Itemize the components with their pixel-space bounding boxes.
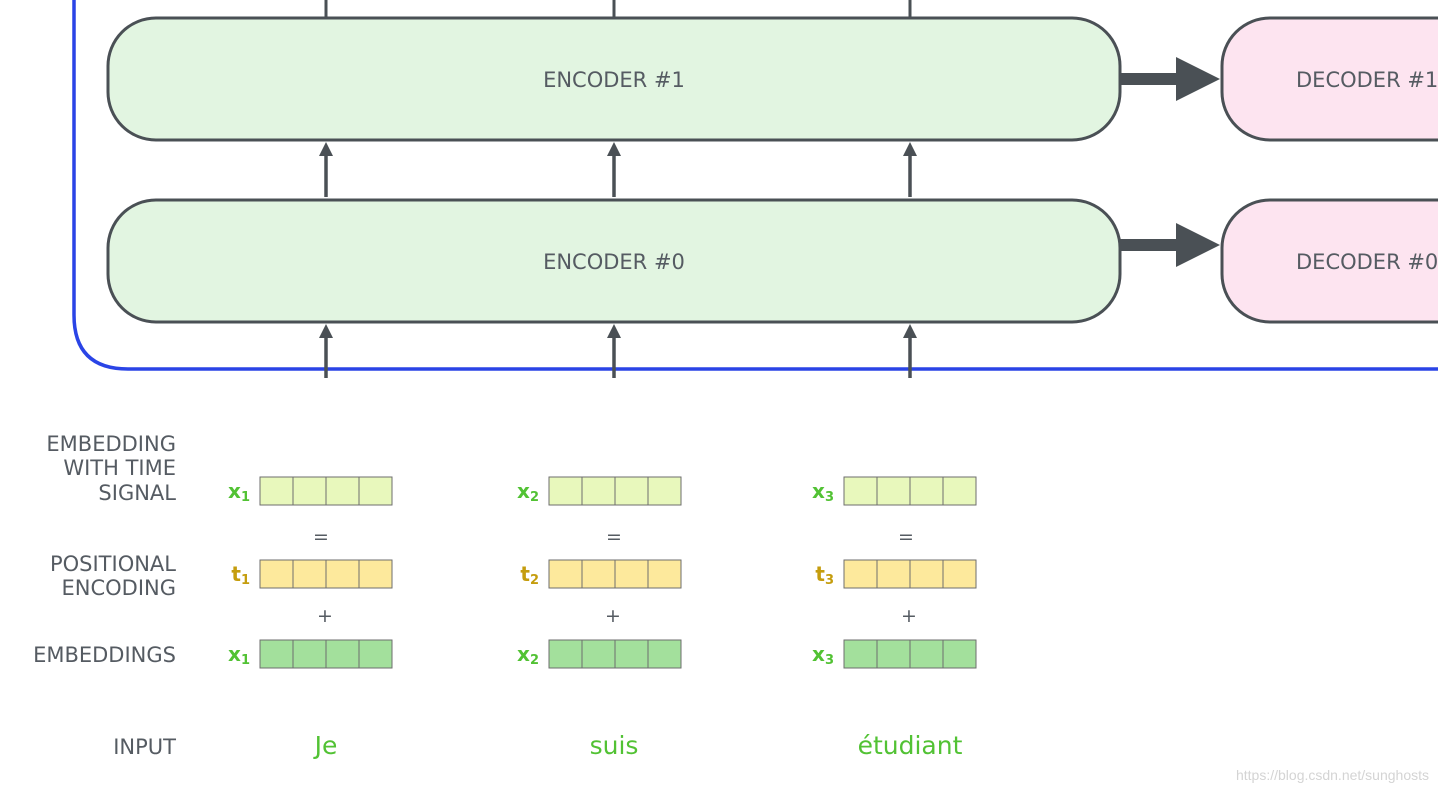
- decoder-0: DECODER #0: [1220, 198, 1438, 324]
- emb-vector-cell: [876, 639, 911, 669]
- row-label-input: INPUT: [113, 735, 176, 759]
- input-word-3: étudiant: [858, 731, 963, 760]
- arrow-input-to-encoder0-3: [903, 324, 917, 378]
- arrows-above-encoder-1: [324, 0, 912, 18]
- encoder-0: ENCODER #0: [106, 198, 1122, 324]
- emb-vector-cell: [325, 639, 360, 669]
- equals-sign-2: =: [606, 526, 622, 548]
- token-columns: x1 t1 x1 = + Je x2 t2 x2 = + suis x3 t3 x3 = + étudiant: [228, 476, 977, 760]
- emb-vector-cell: [843, 639, 878, 669]
- arrow-input-to-encoder0-1: [319, 324, 333, 378]
- arrow-encoder0-to-encoder1-3: [903, 142, 917, 197]
- encoder-stack-border: [72, 0, 1438, 371]
- time-vector-cell: [259, 476, 294, 506]
- time-vector-cell: [942, 476, 977, 506]
- arrow-encoder0-to-encoder1-2: [607, 142, 621, 197]
- pos-vector-cell: [292, 559, 327, 589]
- row-label-positional-encoding-2: ENCODING: [61, 576, 176, 600]
- pos-vector-label-3: t3: [815, 562, 834, 588]
- row-label-embeddings: EMBEDDINGS: [33, 643, 176, 667]
- encoder-to-decoder-arrows: [1120, 57, 1220, 267]
- input-word-1: Je: [313, 731, 338, 760]
- time-vector-cell: [325, 476, 360, 506]
- token-column-2: x2 t2 x2 = + suis: [517, 476, 682, 760]
- upward-arrows: [319, 142, 917, 378]
- pos-vector-cell: [614, 559, 649, 589]
- plus-sign-1: +: [317, 605, 333, 627]
- emb-vector-cell: [292, 639, 327, 669]
- encoder-to-decoder-arrow-1: [1120, 57, 1220, 101]
- decoder-1: DECODER #1: [1220, 16, 1438, 142]
- time-vector-cell: [358, 476, 393, 506]
- emb-vector-cell: [548, 639, 583, 669]
- row-label-embedding-with-time-signal-3: SIGNAL: [98, 481, 176, 505]
- time-vector-cell: [647, 476, 682, 506]
- token-column-3: x3 t3 x3 = + étudiant: [812, 476, 977, 760]
- watermark: https://blog.csdn.net/sunghosts: [1235, 767, 1429, 783]
- encoder-1: ENCODER #1: [106, 16, 1122, 142]
- time-vector-cell: [876, 476, 911, 506]
- arrow-input-to-encoder0-2: [607, 324, 621, 378]
- time-vector-cell: [614, 476, 649, 506]
- pos-vector-cell: [358, 559, 393, 589]
- plus-sign-3: +: [901, 605, 917, 627]
- row-label-embedding-with-time-signal-1: EMBEDDING: [46, 432, 176, 456]
- time-vector-cell: [843, 476, 878, 506]
- time-vector-cell: [581, 476, 616, 506]
- equals-sign-1: =: [313, 526, 329, 548]
- emb-vector-cell: [581, 639, 616, 669]
- encoder-0-label: ENCODER #0: [543, 250, 685, 274]
- encoder-to-decoder-arrow-0: [1120, 223, 1220, 267]
- input-word-2: suis: [590, 731, 639, 760]
- arrow-encoder0-to-encoder1-1: [319, 142, 333, 197]
- pos-vector-cell: [325, 559, 360, 589]
- time-vector-label-2: x2: [517, 479, 539, 505]
- token-column-1: x1 t1 x1 = + Je: [228, 476, 393, 760]
- emb-vector-label-1: x1: [228, 642, 250, 668]
- emb-vector-cell: [942, 639, 977, 669]
- emb-vector-cell: [647, 639, 682, 669]
- pos-vector-cell: [548, 559, 583, 589]
- decoder-0-label: DECODER #0: [1296, 250, 1438, 274]
- pos-vector-cell: [909, 559, 944, 589]
- row-label-positional-encoding-1: POSITIONAL: [50, 552, 176, 576]
- emb-vector-cell: [259, 639, 294, 669]
- time-vector-cell: [292, 476, 327, 506]
- plus-sign-2: +: [605, 605, 621, 627]
- emb-vector-cell: [909, 639, 944, 669]
- pos-vector-cell: [876, 559, 911, 589]
- row-labels: EMBEDDING WITH TIME SIGNAL POSITIONAL EN…: [33, 432, 176, 759]
- emb-vector-label-3: x3: [812, 642, 834, 668]
- pos-vector-cell: [647, 559, 682, 589]
- pos-vector-cell: [843, 559, 878, 589]
- emb-vector-cell: [358, 639, 393, 669]
- row-label-embedding-with-time-signal-2: WITH TIME: [63, 456, 176, 480]
- pos-vector-cell: [942, 559, 977, 589]
- emb-vector-label-2: x2: [517, 642, 539, 668]
- time-vector-label-3: x3: [812, 479, 834, 505]
- equals-sign-3: =: [898, 526, 914, 548]
- decoder-1-label: DECODER #1: [1296, 68, 1438, 92]
- pos-vector-cell: [259, 559, 294, 589]
- emb-vector-cell: [614, 639, 649, 669]
- pos-vector-label-2: t2: [520, 562, 539, 588]
- pos-vector-cell: [581, 559, 616, 589]
- time-vector-cell: [548, 476, 583, 506]
- pos-vector-label-1: t1: [231, 562, 250, 588]
- encoder-1-label: ENCODER #1: [543, 68, 685, 92]
- time-vector-cell: [909, 476, 944, 506]
- time-vector-label-1: x1: [228, 479, 250, 505]
